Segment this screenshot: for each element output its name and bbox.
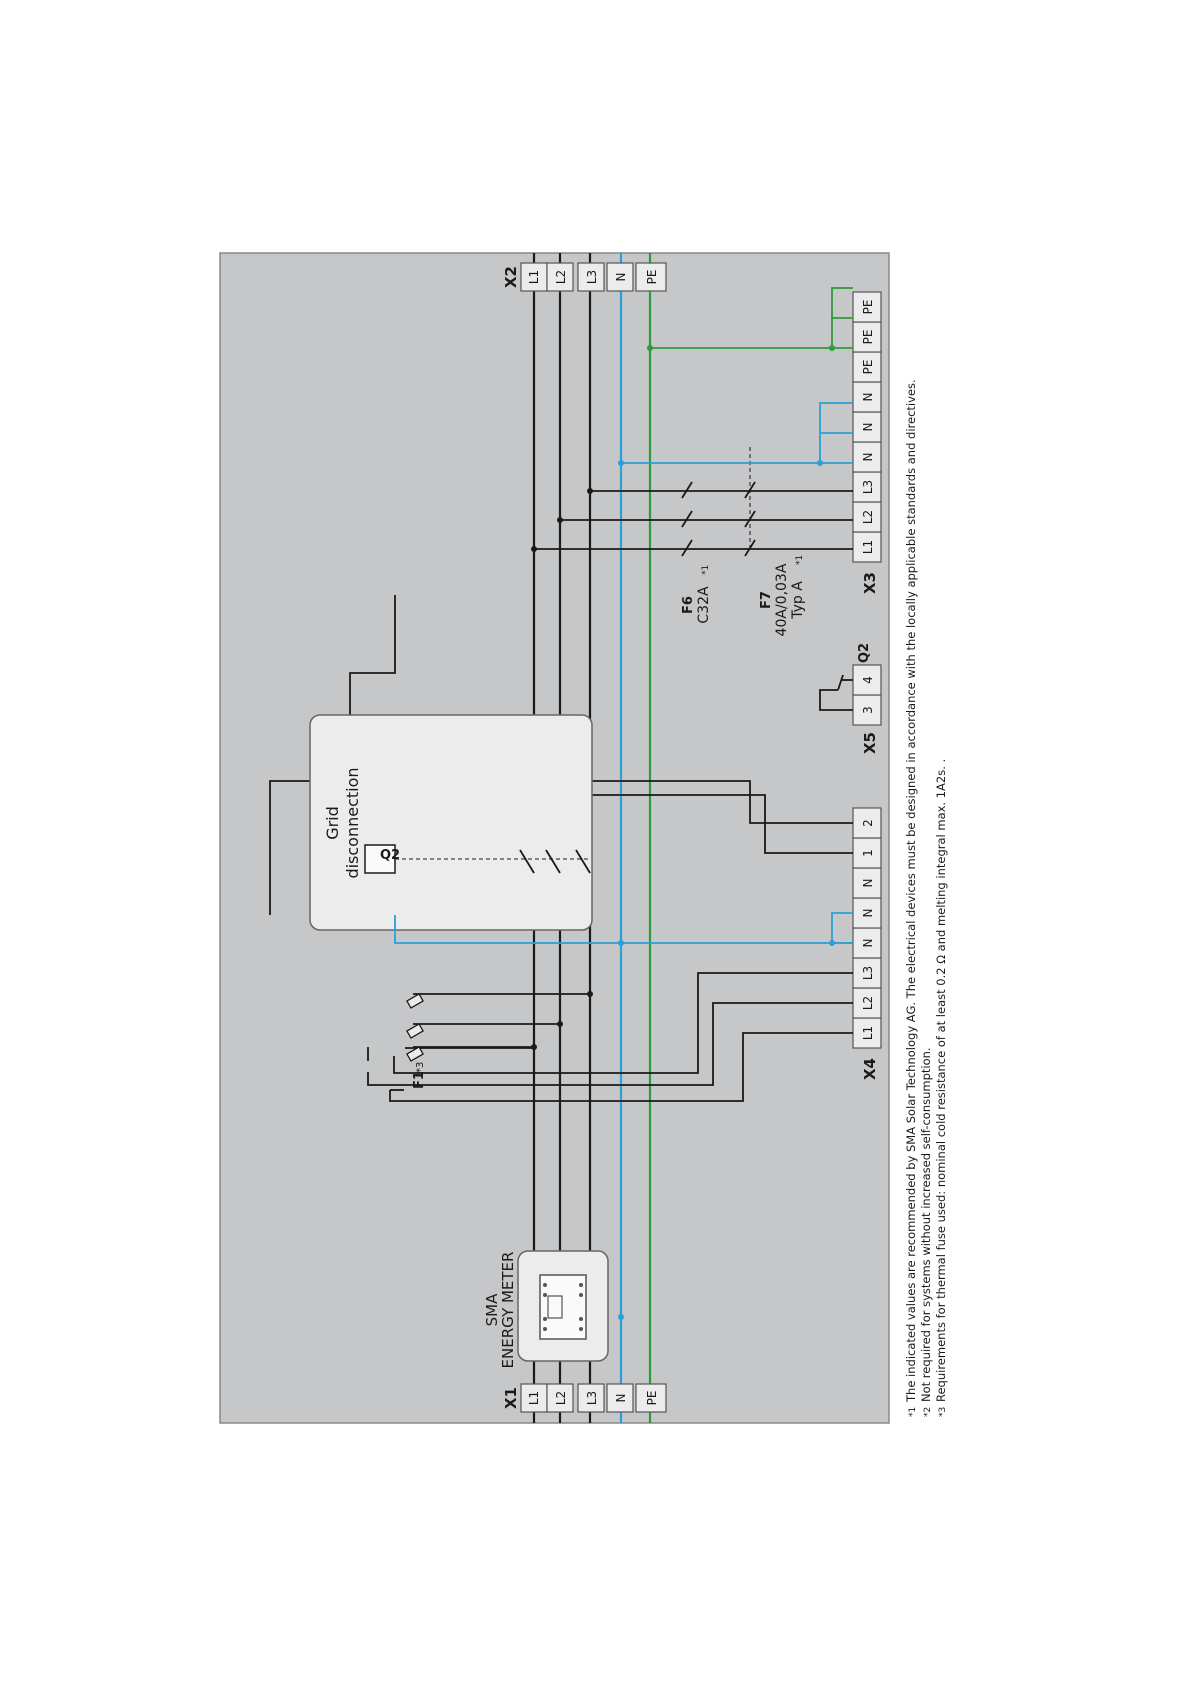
grid-disconnection-title-1: Grid	[323, 806, 342, 840]
x3-pin-4: N	[861, 453, 875, 462]
x3-pin-5: N	[861, 423, 875, 432]
footnote-2-mark: *2	[923, 1407, 933, 1417]
x1-pin-3: L3	[585, 1391, 599, 1405]
f1-node-l1	[531, 1044, 537, 1050]
footnote-3-mark: *3	[938, 1407, 948, 1417]
energy-meter: SMA ENERGY METER	[483, 1250, 609, 1369]
x2-pin-5: PE	[645, 270, 659, 285]
terminal-block-x3: L1 L2 L3 N N N PE PE PE X3	[852, 291, 882, 594]
x4-neutral-bridge-node	[829, 940, 835, 946]
x3-pin-3: L3	[861, 480, 875, 494]
x4-neutral-wiring	[621, 912, 853, 944]
x5-pin-2: 4	[861, 676, 875, 684]
f1-node-l2	[557, 1021, 563, 1027]
energy-meter-brand: SMA	[483, 1293, 501, 1326]
f6-node-l1	[531, 546, 537, 552]
x4-label: X4	[861, 1058, 879, 1080]
f6-node-l2	[557, 517, 563, 523]
x3-pin-7: PE	[861, 360, 875, 375]
x5-label: X5	[861, 732, 879, 754]
q2-contact-label: Q2	[857, 643, 872, 663]
terminal-block-x1: L1 L2 L3 N PE X1	[502, 1383, 667, 1413]
terminal-block-x2: L1 L2 L3 N PE X2	[502, 262, 667, 292]
f6-rating: C32A	[696, 586, 712, 624]
q2-neutral-wiring	[394, 915, 621, 944]
terminal-block-x5: 3 4 X5	[852, 664, 882, 754]
footnote-3: Requirements for thermal fuse used: nomi…	[934, 759, 948, 1402]
x3-pin-6: N	[861, 393, 875, 402]
x4-pin-7: 1	[861, 849, 875, 857]
x1-pin-5: PE	[645, 1391, 659, 1406]
x3-pin-1: L1	[861, 540, 875, 554]
x4-pin-2: L2	[861, 996, 875, 1010]
x1-pin-4: N	[614, 1394, 628, 1403]
x4-pin-6: N	[861, 879, 875, 888]
f7-note: *1	[795, 555, 805, 565]
f1-fuse-symbols	[406, 993, 424, 1062]
x3-pin-8: PE	[861, 330, 875, 345]
x1-label: X1	[502, 1387, 520, 1409]
x4-pin-4: N	[861, 939, 875, 948]
x3-phase-wiring	[534, 490, 790, 550]
f1-label: F1	[412, 1071, 427, 1089]
terminal-block-x4: L1 L2 L3 N N N 1 2 X4	[852, 807, 882, 1080]
x1-pin-1: L1	[527, 1391, 541, 1405]
x3-earth-wiring	[650, 287, 853, 349]
x3-pin-9: PE	[861, 300, 875, 315]
x4-pin-3: L3	[861, 966, 875, 980]
x1-pin-2: L2	[554, 1391, 568, 1405]
x4-pin-1: L1	[861, 1026, 875, 1040]
f1-node-l3	[587, 991, 593, 997]
f1-fuse-wiring	[405, 1047, 534, 1049]
energy-meter-label: ENERGY METER	[499, 1252, 517, 1369]
q2-relay-label: Q2	[380, 848, 400, 863]
f7-rating: 40A/0,03A	[774, 563, 790, 636]
grid-disconnection-title-2: disconnection	[343, 767, 362, 878]
x2-label: X2	[502, 266, 520, 288]
x3-earth-node	[647, 345, 653, 351]
f1-note: *3	[415, 1062, 426, 1073]
f7-type: Typ A	[790, 581, 806, 620]
footnote-2: Not required for systems without increas…	[919, 1047, 933, 1402]
f6-breaker-contacts	[681, 481, 693, 557]
x4-pin-5: N	[861, 909, 875, 918]
meter-neutral-node	[618, 1314, 624, 1320]
x3-feed-wiring	[790, 490, 853, 550]
x3-label: X3	[861, 572, 879, 594]
x2-pin-1: L1	[527, 270, 541, 284]
f7-neutral-node	[618, 460, 624, 466]
f6-note: *1	[701, 565, 711, 575]
x3-earth-bridge-node	[829, 345, 835, 351]
footnote-1: The indicated values are recommended by …	[904, 379, 918, 1403]
x2-pin-3: L3	[585, 270, 599, 284]
q2-contact-wiring	[819, 674, 853, 711]
x2-pin-4: N	[614, 273, 628, 282]
footnotes: *1 The indicated values are recommended …	[904, 379, 948, 1417]
x3-pin-2: L2	[861, 510, 875, 524]
f1-fuses	[367, 993, 590, 1061]
f6-label: F6	[681, 596, 696, 614]
footnote-1-mark: *1	[908, 1407, 918, 1417]
grid-disconnection-contacts	[519, 849, 591, 874]
grid-disconnection-box: Grid disconnection Q2	[309, 714, 593, 931]
x3-neutral-node	[817, 460, 823, 466]
f6-node-l3	[587, 488, 593, 494]
x5-pin-1: 3	[861, 706, 875, 714]
x4-pin-8: 2	[861, 819, 875, 827]
f7-label: F7	[759, 591, 774, 609]
x4-phase-wiring	[367, 972, 853, 1102]
x2-pin-2: L2	[554, 270, 568, 284]
